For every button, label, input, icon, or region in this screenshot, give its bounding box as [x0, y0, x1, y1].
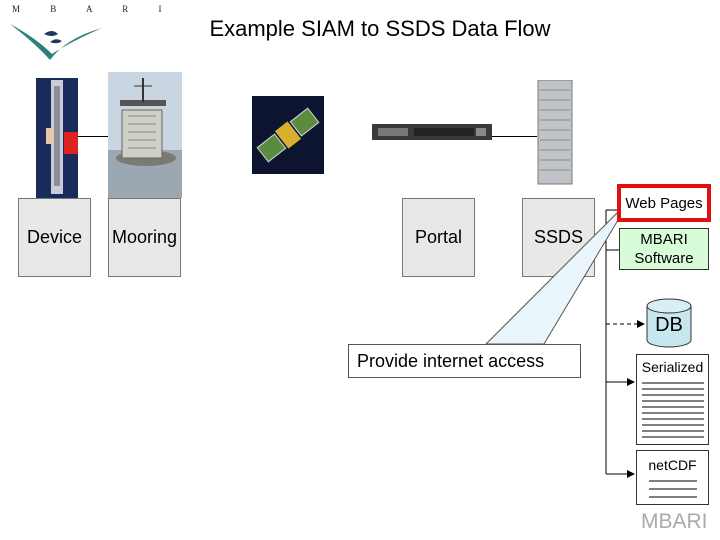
device-label: Device	[26, 227, 83, 247]
server-photo	[372, 120, 492, 144]
web-pages-label: Web Pages	[625, 194, 703, 212]
netcdf-text-lines	[649, 480, 697, 498]
portal-box: Portal	[402, 198, 475, 277]
callout-box: Provide internet access	[348, 344, 581, 378]
device-photo	[36, 78, 78, 198]
serialized-document: Serialized	[636, 354, 709, 445]
serialized-text-lines	[642, 382, 704, 438]
logo-text: M B A R I	[12, 4, 176, 14]
serialized-label: Serialized	[641, 359, 704, 375]
web-pages-box: Web Pages	[617, 184, 711, 222]
mooring-box: Mooring	[108, 198, 181, 277]
page-title: Example SIAM to SSDS Data Flow	[209, 16, 551, 41]
footer-brand: MBARI	[641, 510, 708, 533]
netcdf-label: netCDF	[648, 457, 697, 473]
server-ssds-link	[492, 136, 537, 137]
mooring-photo	[108, 72, 182, 198]
db-label: DB	[655, 314, 683, 336]
mbari-software-line2: Software	[634, 250, 694, 267]
ssds-label: SSDS	[533, 227, 584, 247]
mbari-software-line1: MBARI	[640, 231, 688, 248]
portal-label: Portal	[414, 227, 463, 247]
storage-rack-photo	[536, 79, 574, 188]
satellite-photo	[252, 96, 324, 174]
device-mooring-link	[78, 136, 108, 137]
database-icon	[646, 298, 692, 348]
mbari-software-box: MBARI Software	[619, 228, 709, 270]
device-box: Device	[18, 198, 91, 277]
mooring-label: Mooring	[111, 227, 178, 247]
mbari-logo	[6, 4, 106, 66]
callout-text: Provide internet access	[357, 350, 545, 371]
netcdf-document: netCDF	[636, 450, 709, 505]
